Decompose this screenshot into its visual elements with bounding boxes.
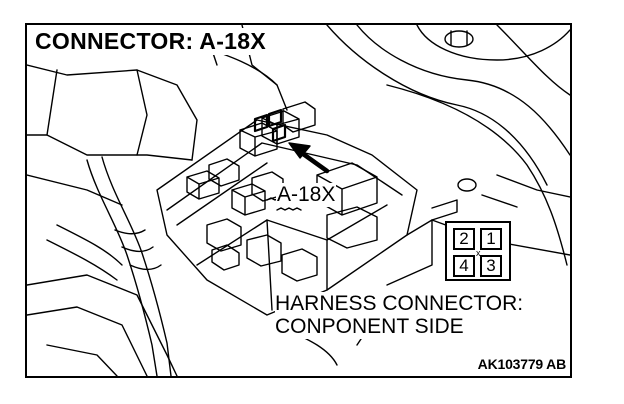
harness-connector-label: HARNESS CONNECTOR: [275, 292, 524, 316]
figure-code: AK103779 AB [477, 356, 567, 372]
figure-frame: CONNECTOR: A-18X A-18X 2 1 x 4 3 HARNESS… [25, 23, 572, 378]
pin-2-cell: 2 [453, 228, 475, 250]
pin-3-cell: 3 [480, 255, 502, 277]
connector-pinout-diagram: 2 1 x 4 3 [445, 221, 511, 281]
pin-1-cell: 1 [480, 228, 502, 250]
connector-latch-mark: x [476, 248, 481, 258]
component-side-label: CONPONENT SIDE [275, 315, 464, 339]
pin-4-cell: 4 [453, 255, 475, 277]
connector-callout-label: A-18X [276, 183, 337, 207]
diagram-title: CONNECTOR: A-18X [32, 28, 269, 55]
